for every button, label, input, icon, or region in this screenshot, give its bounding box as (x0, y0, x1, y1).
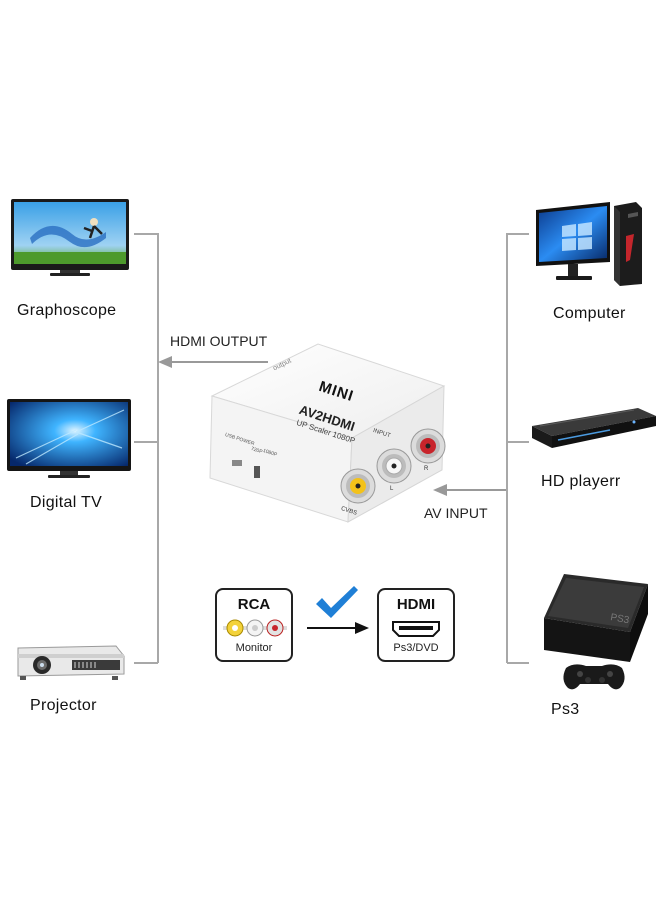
rca-port-red (410, 428, 446, 464)
hdmi-port-icon (392, 621, 440, 637)
av2hdmi-adapter: MINI AV2HDMI UP Scaler 1080P output INPU… (206, 340, 448, 526)
desktop-computer-icon (536, 202, 642, 286)
computer-label: Computer (553, 305, 626, 322)
input-arrow (433, 484, 506, 496)
output-bracket-tick-bottom (134, 662, 158, 664)
graphoscope-label: Graphoscope (17, 302, 117, 319)
computer-device (530, 200, 646, 288)
dvd-player-icon (532, 408, 656, 448)
rca-monitor-box: RCA Monitor (215, 588, 293, 662)
rca-connectors-icon (223, 619, 287, 637)
digital-tv-device (6, 398, 132, 480)
graphoscope-device (10, 198, 130, 278)
svg-text:PS3: PS3 (609, 612, 630, 626)
projector-label: Projector (30, 697, 97, 714)
rca-port-white (376, 448, 412, 484)
hd-player-label: HD playerr (541, 473, 621, 490)
digital-tv-label: Digital TV (30, 494, 103, 511)
av-input-label: AV INPUT (424, 505, 488, 521)
port-label-l: L (390, 486, 394, 492)
hd-player-device (530, 404, 658, 452)
game-console-icon: PS3 (544, 574, 648, 690)
rca-port-yellow (340, 468, 376, 504)
projector-device (12, 640, 126, 684)
tv-icon (7, 399, 131, 478)
hdmi-ps3-dvd-box: HDMI Ps3/DVD (377, 588, 455, 662)
output-arrow (158, 356, 268, 368)
conversion-arrow (307, 622, 369, 634)
rca-title: RCA (237, 596, 271, 613)
input-bracket-vertical (506, 233, 508, 663)
input-bracket-tick-middle (507, 441, 529, 443)
input-bracket-tick-top (507, 233, 529, 235)
ps3-label: Ps3 (551, 701, 580, 718)
resolution-switch (254, 466, 260, 478)
adapter-body (209, 343, 446, 523)
checkmark-icon (316, 586, 358, 618)
usb-power-port (232, 460, 242, 466)
hdmi-caption: Ps3/DVD (393, 642, 439, 654)
ps3-device: PS3 (540, 570, 652, 696)
tv-icon (11, 199, 129, 276)
output-bracket-tick-middle (134, 441, 158, 443)
port-label-r: R (424, 466, 429, 472)
hdmi-title: HDMI (396, 596, 436, 613)
input-bracket-tick-bottom (507, 662, 529, 664)
rca-caption: Monitor (235, 642, 273, 654)
hdmi-output-label: HDMI OUTPUT (170, 333, 268, 349)
output-bracket-vertical (157, 233, 159, 663)
projector-icon (17, 645, 125, 680)
output-bracket-tick-top (134, 233, 158, 235)
